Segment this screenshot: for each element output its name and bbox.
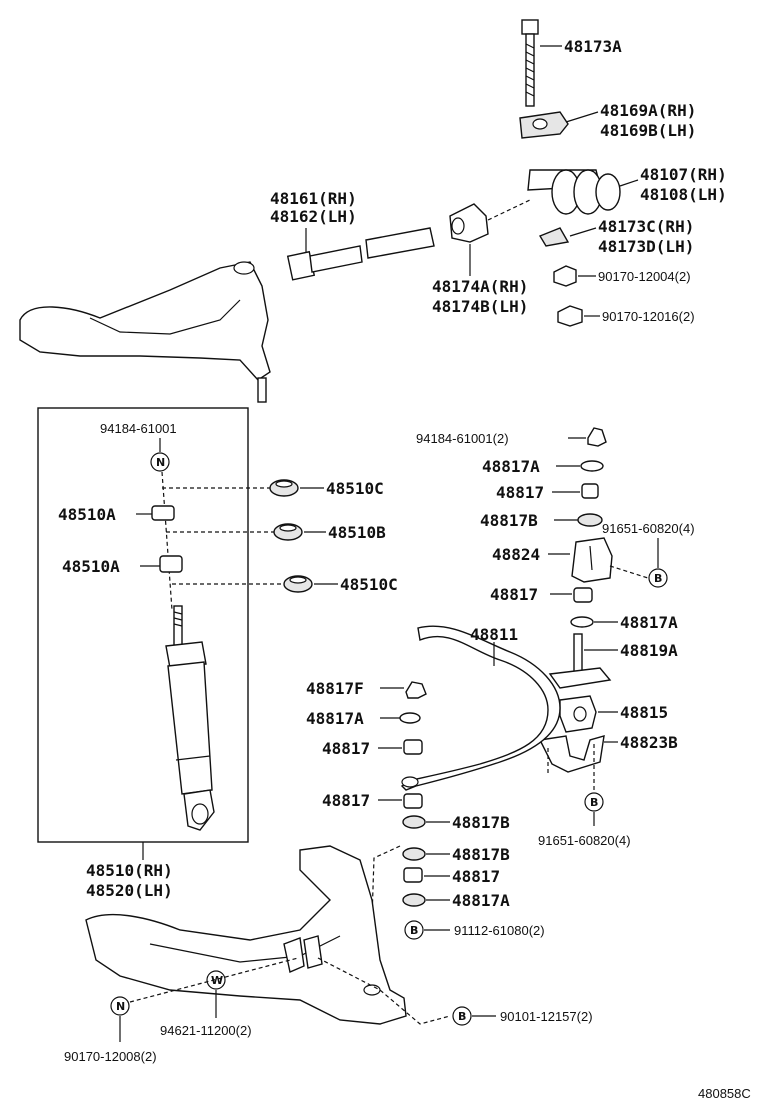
retainer-48510c-bottom[interactable]	[283, 575, 313, 593]
label-48510c-1: 48510C	[326, 479, 384, 498]
label-94184-61001-top: 94184-61001	[100, 421, 177, 436]
label-48173c: 48173C(RH)	[598, 217, 694, 236]
svg-text:W: W	[211, 974, 223, 987]
bushing-48817-2[interactable]	[573, 587, 593, 603]
label-48817b-3: 48817B	[452, 845, 510, 864]
label-94184-61001-2: 94184-61001(2)	[416, 431, 509, 446]
svg-text:B: B	[458, 1010, 466, 1023]
label-91112-61080: 91112-61080(2)	[454, 923, 545, 938]
marker-n-top	[150, 452, 170, 472]
bracket-48824[interactable]	[571, 537, 613, 583]
nut-90170-12016[interactable]	[557, 305, 583, 327]
nut-94184-61001[interactable]	[587, 427, 607, 447]
shock-absorber-48510[interactable]	[165, 605, 215, 831]
retainer-48510c-top[interactable]	[269, 479, 299, 497]
cam-plate-48169[interactable]	[519, 111, 569, 139]
stabilizer-bar-48811[interactable]	[400, 625, 561, 791]
bracket-48823b[interactable]	[538, 735, 605, 773]
label-48107: 48107(RH)	[640, 165, 727, 184]
marker-w	[206, 970, 226, 990]
label-48817-1: 48817	[496, 483, 544, 502]
label-48174b: 48174B(LH)	[432, 297, 528, 316]
label-48161: 48161(RH)	[270, 189, 357, 208]
bolt-48173a[interactable]	[521, 19, 539, 107]
label-90170-12008: 90170-12008(2)	[64, 1049, 157, 1064]
label-48817a-2: 48817A	[620, 613, 678, 632]
label-48817-4: 48817	[322, 791, 370, 810]
bushing-48817-4[interactable]	[403, 793, 423, 809]
label-48817f: 48817F	[306, 679, 364, 698]
nut-48817f[interactable]	[405, 681, 427, 699]
washer-48817b-1[interactable]	[577, 513, 603, 527]
label-48817-2: 48817	[490, 585, 538, 604]
label-48817a-4: 48817A	[452, 891, 510, 910]
bushing-48107[interactable]	[527, 169, 621, 215]
bushing-48817-1[interactable]	[581, 483, 599, 499]
label-48824: 48824	[492, 545, 540, 564]
bushing-48174a[interactable]	[449, 203, 489, 243]
cushion-48510a-top[interactable]	[151, 505, 175, 521]
retainer-48510b[interactable]	[273, 523, 303, 541]
label-48817a-3: 48817A	[306, 709, 364, 728]
shaft-48161[interactable]	[286, 227, 435, 281]
bushing-48815[interactable]	[559, 695, 597, 733]
bushing-48817-3[interactable]	[403, 739, 423, 755]
label-48169a: 48169A(RH)	[600, 101, 696, 120]
diagram-code: 480858C	[698, 1086, 751, 1101]
svg-text:B: B	[590, 796, 598, 809]
marker-n-bottom	[110, 996, 130, 1016]
label-48162: 48162(LH)	[270, 207, 357, 226]
label-48817b-2: 48817B	[452, 813, 510, 832]
link-48819a[interactable]	[548, 633, 612, 689]
svg-text:B: B	[410, 924, 418, 937]
label-48169b: 48169B(LH)	[600, 121, 696, 140]
label-90101-12157: 90101-12157(2)	[500, 1009, 593, 1024]
svg-text:N: N	[156, 456, 165, 469]
label-94621-11200: 94621-11200(2)	[160, 1023, 252, 1038]
label-48510a-1: 48510A	[58, 505, 116, 524]
washer-48817a-3[interactable]	[399, 712, 421, 724]
label-48510c-2: 48510C	[340, 575, 398, 594]
label-48817a-1: 48817A	[482, 457, 540, 476]
label-48173a: 48173A	[564, 37, 622, 56]
marker-b-4	[452, 1006, 472, 1026]
label-90170-12004: 90170-12004(2)	[598, 269, 691, 284]
marker-b-3	[404, 920, 424, 940]
nut-90170-12004[interactable]	[553, 265, 577, 287]
label-91651-60820-top: 91651-60820(4)	[602, 521, 695, 536]
label-91651-60820-bottom: 91651-60820(4)	[538, 833, 631, 848]
label-48520: 48520(LH)	[86, 881, 173, 900]
lower-control-arm[interactable]	[85, 845, 407, 1025]
label-48510a-2: 48510A	[62, 557, 120, 576]
washer-48817b-2[interactable]	[402, 815, 426, 829]
washer-48817a-1[interactable]	[580, 460, 604, 472]
label-90170-12016: 90170-12016(2)	[602, 309, 695, 324]
wedge-48173c[interactable]	[538, 227, 570, 247]
label-48510b: 48510B	[328, 523, 386, 542]
cushion-48510a-bottom[interactable]	[159, 555, 183, 573]
svg-text:B: B	[654, 572, 662, 585]
washer-48817a-4[interactable]	[402, 893, 426, 907]
label-48815: 48815	[620, 703, 668, 722]
label-48173d: 48173D(LH)	[598, 237, 694, 256]
washer-48817a-2[interactable]	[570, 616, 594, 628]
marker-b-2	[584, 792, 604, 812]
bushing-48817-5[interactable]	[403, 867, 423, 883]
shock-absorber-group-box	[37, 407, 249, 843]
label-48817b-1: 48817B	[480, 511, 538, 530]
marker-b-1	[648, 568, 668, 588]
washer-48817b-3[interactable]	[402, 847, 426, 861]
upper-control-arm[interactable]	[19, 261, 271, 403]
label-48823b: 48823B	[620, 733, 678, 752]
label-48811: 48811	[470, 625, 518, 644]
label-48108: 48108(LH)	[640, 185, 727, 204]
label-48819a: 48819A	[620, 641, 678, 660]
label-48817-5: 48817	[452, 867, 500, 886]
svg-text:N: N	[116, 1000, 125, 1013]
label-48817-3: 48817	[322, 739, 370, 758]
label-48510: 48510(RH)	[86, 861, 173, 880]
label-48174a: 48174A(RH)	[432, 277, 528, 296]
